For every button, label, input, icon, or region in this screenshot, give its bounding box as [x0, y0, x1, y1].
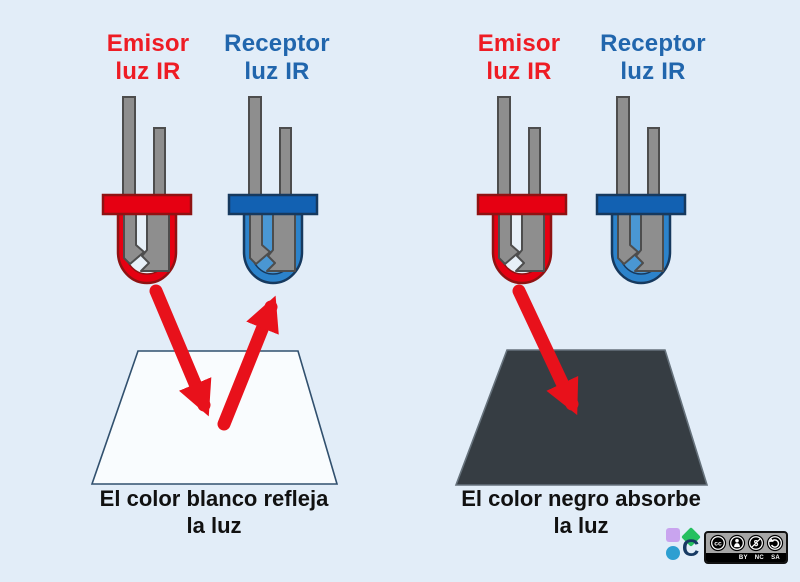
right-caption: El color negro absorbe la luz: [461, 486, 701, 540]
cc-license-badge: cc $ BY NC SA: [704, 531, 788, 564]
cc-term-by: BY: [738, 554, 748, 561]
cc-term-nc: NC: [754, 554, 765, 561]
right-emitter-label-line1: Emisor: [477, 30, 561, 57]
left-emitter-label: Emisor luz IR: [107, 30, 190, 85]
left-receiver-label: Receptor luz IR: [224, 30, 330, 85]
right-receiver-label-line1: Receptor: [600, 30, 706, 57]
left-emitter-label-line1: Emisor: [106, 30, 190, 57]
logo-purple-square: [666, 528, 680, 542]
right-emitter-label-line2: luz IR: [486, 57, 552, 85]
black-surface: [454, 349, 709, 486]
cc-sa-arrow-icon: [766, 534, 783, 552]
cc-license-terms: BY NC SA: [706, 553, 786, 562]
left-caption: El color blanco refleja la luz: [100, 486, 329, 540]
emitted-ray-arrow-right: [512, 284, 579, 416]
right-emitter-label: Emisor luz IR: [478, 30, 561, 85]
ir-emitter-led-left: [101, 96, 193, 285]
right-caption-line2: la luz: [553, 512, 609, 538]
cc-icon: cc: [709, 534, 726, 552]
cc-by-person-icon: [728, 534, 745, 552]
logo-blue-circle: [666, 546, 680, 560]
ir-emitter-led-right: [476, 96, 568, 285]
ir-receiver-led-right: [595, 96, 687, 285]
right-caption-line1: El color negro absorbe: [461, 486, 701, 511]
left-caption-line2: la luz: [186, 512, 242, 538]
right-receiver-label-line2: luz IR: [620, 57, 686, 85]
white-surface: [90, 350, 339, 485]
reflected-ray-arrow-left: [217, 295, 279, 431]
left-receiver-label-line2: luz IR: [244, 57, 310, 85]
ir-receiver-led-left: [227, 96, 319, 285]
left-receiver-label-line1: Receptor: [224, 30, 330, 57]
cc-term-sa: SA: [771, 554, 780, 561]
left-emitter-label-line2: luz IR: [115, 57, 181, 85]
svg-text:cc: cc: [714, 540, 722, 547]
left-caption-line1: El color blanco refleja: [99, 486, 329, 511]
emitted-ray-arrow-left: [149, 284, 212, 417]
cc-icon-row: cc $: [706, 533, 786, 552]
cc-nc-dollar-icon: $: [747, 534, 764, 552]
logo-letter-c: C: [682, 535, 700, 562]
right-receiver-label: Receptor luz IR: [600, 30, 706, 85]
